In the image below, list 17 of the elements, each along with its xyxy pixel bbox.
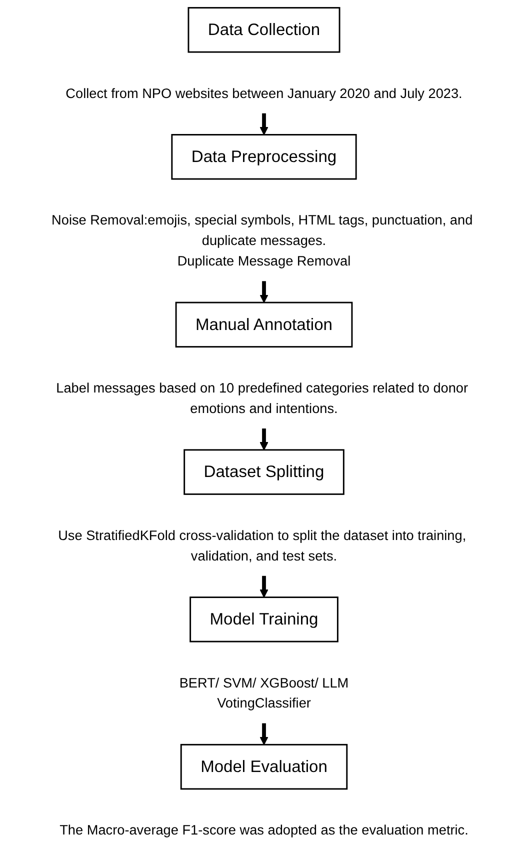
arrow <box>260 428 268 450</box>
arrow <box>260 723 268 746</box>
node-text: Collect from NPO websites between January 2020 and July 2023. <box>66 85 462 101</box>
arrow <box>260 576 268 598</box>
node-text: Noise Removal:emojis, special symbols, HTML tags, punctuation, and duplicate messages. Duplicate Message Removal <box>52 212 473 268</box>
node-box: Data Collection <box>188 7 340 53</box>
node-label: The Macro-average F1-score was adopted as the evaluation metric. <box>60 822 468 838</box>
node-text: Use StratifiedKFold cross-validation to split the dataset into training, validation, and test sets. <box>58 527 466 564</box>
node-box: Manual Annotation <box>175 302 353 348</box>
node-box: Data Preprocessing <box>171 134 357 180</box>
arrow <box>260 281 268 303</box>
node-text: Label messages based on 10 predefined categories related to donor emotions and intentions. <box>56 380 468 416</box>
node-box: Model Training <box>190 596 338 642</box>
node-box: Dataset Splitting <box>184 449 344 495</box>
node-text: BERT/ SVM/ XGBoost/ LLM VotingClassifier <box>179 674 349 711</box>
arrow <box>260 113 268 136</box>
node-box: Model Evaluation <box>180 744 348 790</box>
